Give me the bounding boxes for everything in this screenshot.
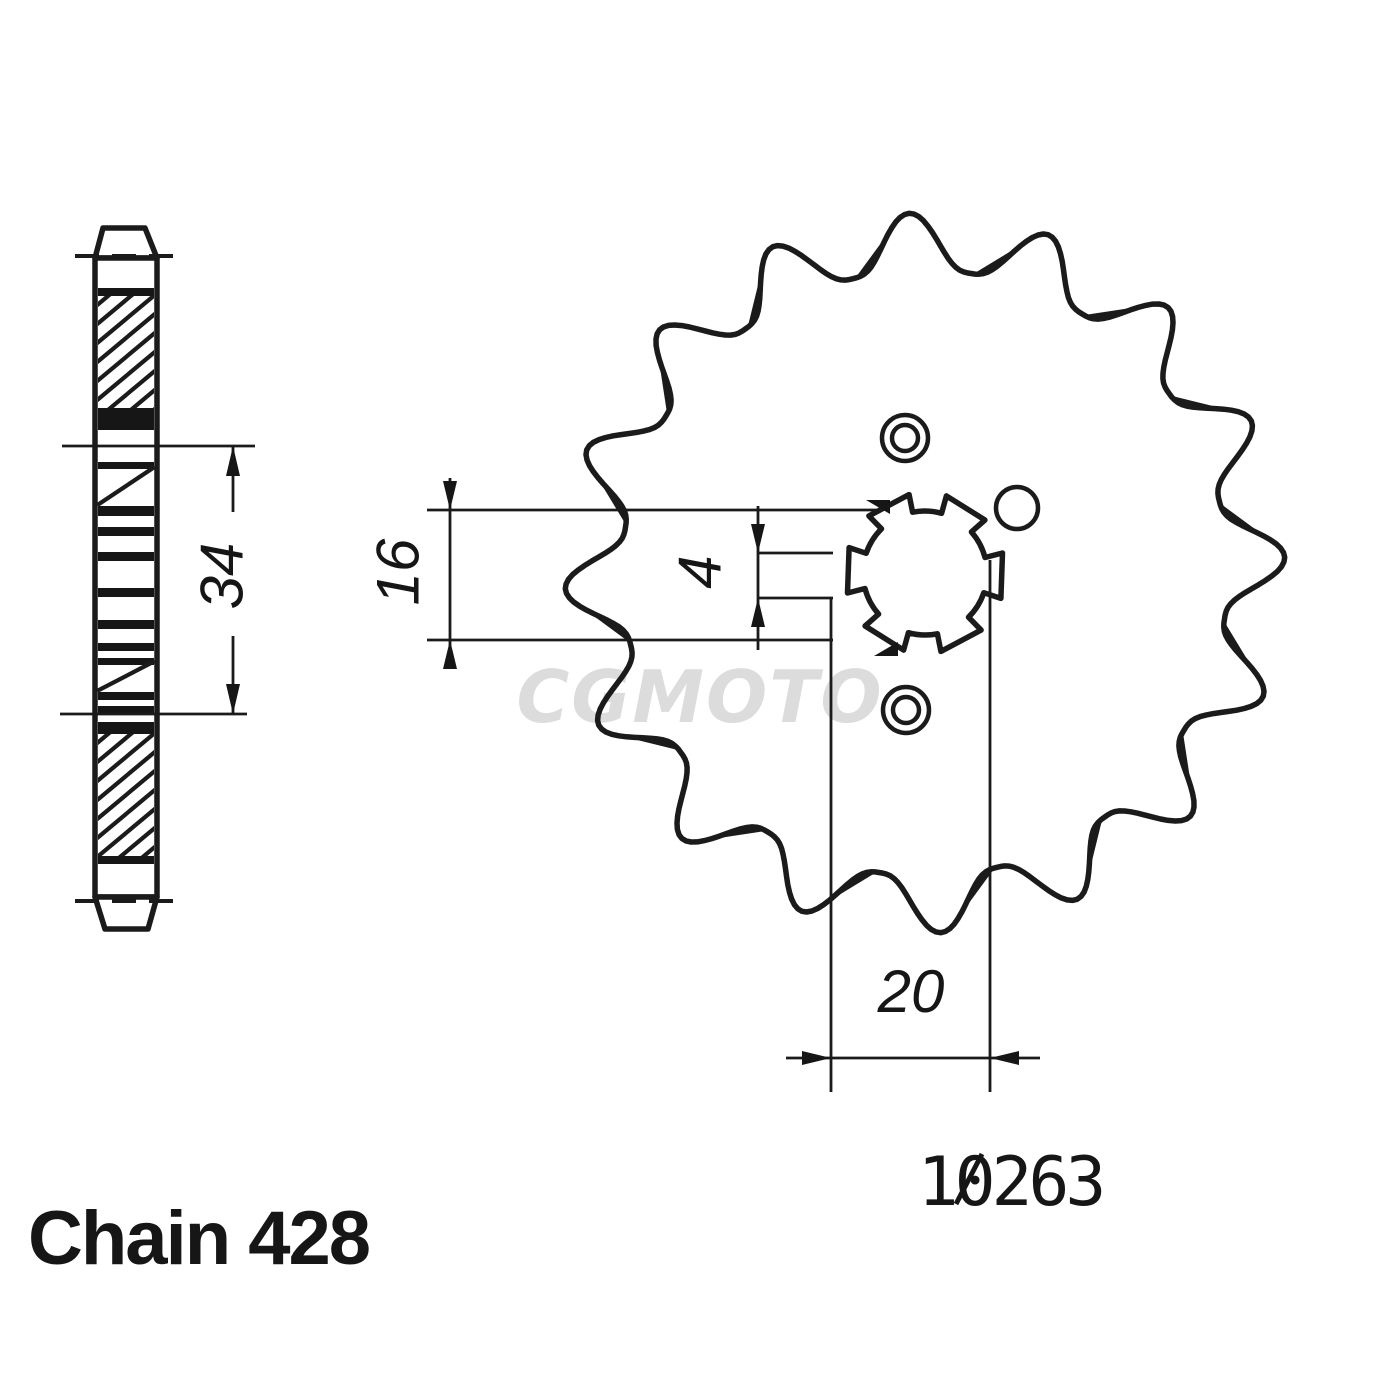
- part-number: 10263: [918, 1143, 1107, 1222]
- slashed-zero-mark: [953, 1152, 985, 1206]
- tooth-root-chord: [964, 868, 993, 906]
- hatch-line: [98, 330, 154, 384]
- tooth-root-chord: [718, 827, 764, 838]
- side-view-top-tooth: [92, 225, 160, 261]
- tooth-root-chord: [834, 870, 874, 897]
- tooth-root-chord: [748, 281, 763, 326]
- spline-fillet-bottom: [874, 642, 898, 656]
- tooth-root-chord: [976, 250, 1016, 276]
- rivet-hole-top: [879, 412, 931, 464]
- dim-4-label: 4: [667, 555, 734, 588]
- spline-bore: [844, 491, 1006, 655]
- hatch-band-lower: [98, 734, 154, 856]
- tooth-root-chord: [1222, 624, 1249, 664]
- hatch-line: [98, 296, 154, 346]
- rivet-hole-bottom: [880, 684, 932, 736]
- dim-34: 34: [60, 444, 256, 716]
- chain-type-label: Chain 428: [28, 1196, 369, 1281]
- tooth-root-chord: [857, 240, 886, 278]
- side-view-bottom-tooth: [92, 894, 160, 932]
- hatch-line: [98, 349, 154, 403]
- dim-34-label: 34: [189, 543, 256, 610]
- tooth-root-chord: [1086, 308, 1132, 319]
- tooth-root-chord: [1087, 820, 1102, 865]
- dim-16-label: 16: [365, 538, 432, 605]
- tooth-root-chord: [1220, 505, 1258, 534]
- tooth-root-chord: [1179, 734, 1190, 780]
- hatch-line: [98, 806, 154, 856]
- hatch-line: [98, 296, 112, 308]
- tooth-root-chord: [1172, 396, 1217, 411]
- dim-16: 16: [365, 478, 880, 669]
- hatch-line: [98, 296, 135, 327]
- tooth-root-chords: [592, 240, 1258, 906]
- hatch-line: [98, 734, 135, 765]
- hatch-line: [117, 825, 154, 856]
- tooth-root-chord: [660, 366, 671, 412]
- tooth-root-chord: [592, 612, 630, 641]
- watermark-text: CGMOTO: [516, 655, 883, 739]
- hatch-line: [98, 734, 112, 746]
- hatch-line: [98, 311, 154, 365]
- hatch-line: [98, 768, 154, 822]
- spline-fillet-top: [866, 500, 890, 514]
- sprocket-outline: [562, 210, 1288, 936]
- side-view: [75, 225, 177, 932]
- hub-section-stripes: [96, 462, 156, 714]
- pin-hole: [993, 484, 1041, 532]
- hatch-line: [98, 734, 154, 784]
- dim-4: 4: [667, 506, 833, 650]
- part-number-label: 10263: [918, 1143, 1103, 1222]
- hatch-line: [140, 844, 154, 856]
- dim-20: 20: [786, 560, 1040, 1092]
- hatch-band-upper: [98, 296, 154, 408]
- hatch-line: [98, 749, 154, 803]
- tooth-root-chord: [601, 482, 628, 522]
- dim-20-label: 20: [877, 958, 945, 1025]
- hatch-line: [98, 787, 154, 841]
- hatch-line: [107, 368, 154, 408]
- tooth-root-chord: [633, 735, 678, 750]
- hatch-line: [129, 387, 154, 408]
